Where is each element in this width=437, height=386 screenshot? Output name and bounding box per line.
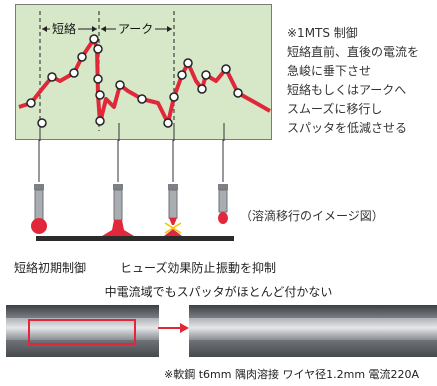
electrode-1	[31, 184, 47, 234]
note-line: スパッタを低減させる	[287, 121, 408, 135]
waveform-marker	[221, 64, 231, 74]
waveform-svg	[18, 11, 271, 141]
waveform-marker	[169, 92, 179, 102]
waveform-marker	[197, 84, 207, 94]
electrode-diagram	[31, 140, 234, 241]
short-arrow-head-right	[92, 26, 97, 32]
waveform-marker	[47, 72, 57, 82]
base-plate	[36, 236, 234, 241]
waveform-marker	[77, 52, 87, 62]
weld-photo-after	[189, 305, 437, 357]
electrode-4	[218, 184, 228, 224]
waveform-marker	[183, 58, 193, 68]
waveform-marker	[233, 88, 243, 98]
arc-arrow-head-right	[167, 26, 172, 32]
waveform-marker	[37, 118, 47, 128]
electrode-3	[164, 184, 182, 236]
waveform-markers	[26, 34, 243, 128]
short-region-label: 短絡	[50, 22, 79, 36]
short-arrow-head-left	[42, 26, 47, 32]
electrode-label-3: 振動を抑制	[216, 261, 277, 275]
note-line: 短絡直前、直後の電流を	[287, 45, 420, 59]
waveform-marker	[95, 116, 105, 126]
arrow-right-icon	[158, 323, 189, 333]
electrode-2	[102, 184, 134, 236]
waveform-marker	[177, 70, 187, 80]
footnote: ※軟鋼 t6mm 隅肉溶接 ワイヤ径1.2mm 電流220A	[164, 368, 420, 381]
waveform-marker	[89, 34, 99, 44]
note-line: 急峻に垂下させ	[287, 64, 372, 78]
note-line: スムーズに移行し	[287, 102, 383, 116]
electrode-label-1: 短絡初期制御	[14, 261, 87, 275]
waveform-marker	[95, 90, 105, 100]
waveform-marker	[201, 70, 211, 80]
mts-note: ※1MTS 制御 短絡直前、直後の電流を 急峻に垂下させ 短絡もしくはアークへ …	[287, 24, 437, 138]
arc-region-label: アーク	[116, 22, 156, 36]
waveform-marker	[163, 118, 173, 128]
note-heading: ※1MTS 制御	[287, 26, 358, 40]
note-line: 短絡もしくはアークへ	[287, 83, 407, 97]
weld-photo-before	[6, 305, 159, 357]
waveform-marker	[115, 80, 125, 90]
transfer-caption: （溶滴移行のイメージ図）	[240, 209, 384, 223]
waveform-marker	[93, 74, 103, 84]
electrode-label-2: ヒューズ効果防止	[120, 261, 216, 275]
waveform-marker	[26, 98, 36, 108]
arc-arrow-head-left	[101, 26, 106, 32]
medium-current-caption: 中電流域でもスパッタがほとんど付かない	[104, 285, 333, 299]
highlight-box	[28, 319, 136, 345]
waveform-panel: 短絡 アーク	[15, 4, 272, 141]
waveform-line	[18, 37, 271, 125]
waveform-marker	[93, 44, 103, 54]
waveform-marker	[137, 94, 147, 104]
waveform-marker	[69, 68, 79, 78]
